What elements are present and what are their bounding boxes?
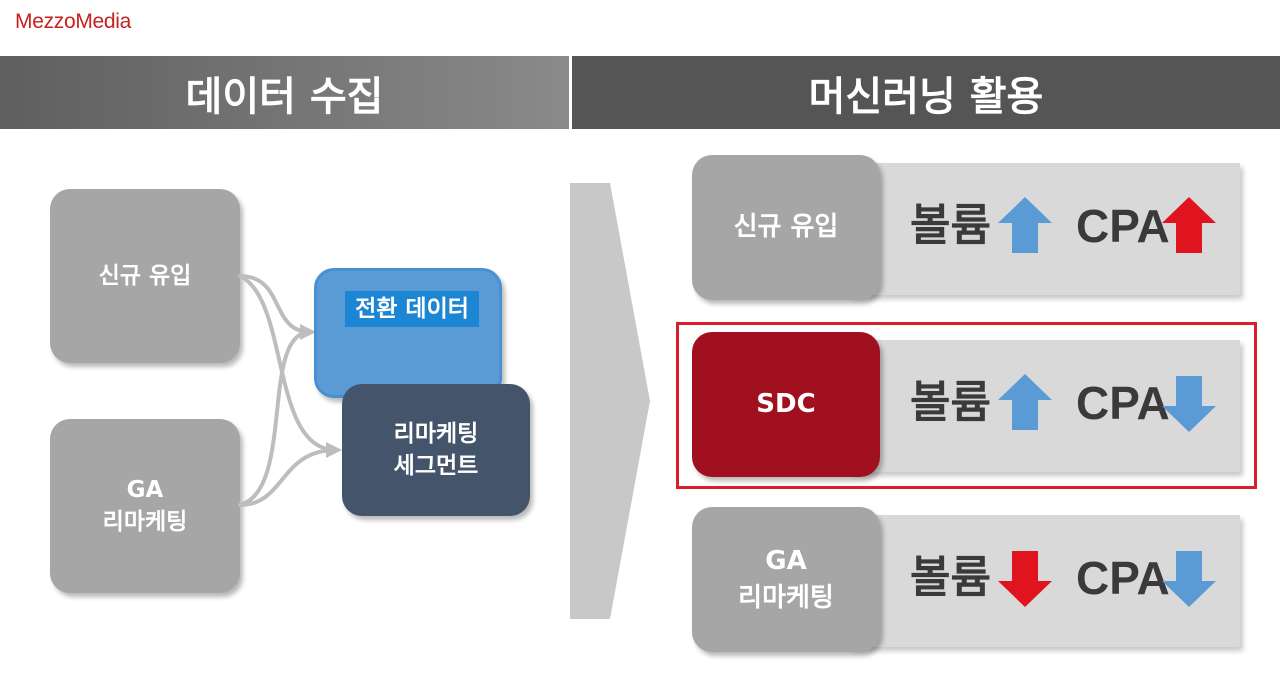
sdc-highlight-frame bbox=[676, 322, 1257, 489]
volume-up-arrow-icon bbox=[998, 374, 1052, 430]
volume-label: 볼륨 bbox=[910, 552, 991, 603]
result-label-sdc: SDC bbox=[756, 389, 816, 420]
remarketing-segment-box: 리마케팅 세그먼트 bbox=[342, 384, 530, 516]
volume-down-arrow-icon bbox=[998, 551, 1052, 607]
result-row-new-inflow: 신규 유입 볼륨 CPA bbox=[692, 155, 1240, 300]
conversion-data-label: 전환 데이터 bbox=[345, 291, 479, 328]
cpa-up-arrow-icon bbox=[1162, 197, 1216, 253]
header-data-collection: 데이터 수집 bbox=[0, 56, 569, 129]
source-new-inflow-box: 신규 유입 bbox=[50, 189, 240, 363]
remarketing-segment-line2: 세그먼트 bbox=[393, 453, 479, 479]
cpa-down-arrow-icon bbox=[1162, 551, 1216, 607]
result-panel bbox=[850, 163, 1240, 295]
cpa-label: CPA bbox=[1076, 552, 1170, 604]
result-row-ga-remarketing: GA 리마케팅 볼륨 CPA bbox=[692, 507, 1240, 652]
result-label-new-inflow: 신규 유입 bbox=[733, 212, 839, 243]
header-machine-learning-label: 머신러닝 활용 bbox=[808, 73, 1044, 120]
result-row-sdc: SDC 볼륨 CPA bbox=[692, 332, 1240, 477]
connector-ga-to-remarketing bbox=[238, 448, 338, 507]
brand-logo: MezzoMedia bbox=[15, 10, 132, 33]
source-new-inflow-label: 신규 유입 bbox=[98, 262, 192, 289]
result-label-box-sdc: SDC bbox=[692, 332, 880, 477]
source-ga-remarketing-box: GA 리마케팅 bbox=[50, 419, 240, 593]
header-machine-learning: 머신러닝 활용 bbox=[572, 56, 1280, 129]
flow-chevron-arrow bbox=[570, 183, 650, 619]
header-data-collection-label: 데이터 수집 bbox=[185, 73, 384, 120]
result-label-remarketing: 리마케팅 bbox=[738, 582, 834, 613]
volume-label: 볼륨 bbox=[910, 200, 991, 251]
result-label-box: GA 리마케팅 bbox=[692, 507, 880, 652]
arrowhead-remarketing bbox=[326, 442, 342, 458]
volume-label: 볼륨 bbox=[910, 377, 991, 428]
result-label-ga: GA bbox=[765, 546, 807, 577]
cpa-down-arrow-icon bbox=[1162, 376, 1216, 432]
cpa-label: CPA bbox=[1076, 200, 1170, 252]
cpa-label: CPA bbox=[1076, 377, 1170, 429]
connector-new-to-conversion bbox=[238, 274, 312, 334]
remarketing-segment-line1: 리마케팅 bbox=[393, 420, 479, 447]
connector-ga-to-conversion bbox=[238, 330, 312, 507]
result-label-box: 신규 유입 bbox=[692, 155, 880, 300]
source-remarketing-label: 리마케팅 bbox=[102, 509, 188, 535]
volume-up-arrow-icon bbox=[998, 197, 1052, 253]
source-ga-label: GA bbox=[126, 476, 164, 503]
conversion-data-box: 전환 데이터 bbox=[314, 268, 502, 398]
